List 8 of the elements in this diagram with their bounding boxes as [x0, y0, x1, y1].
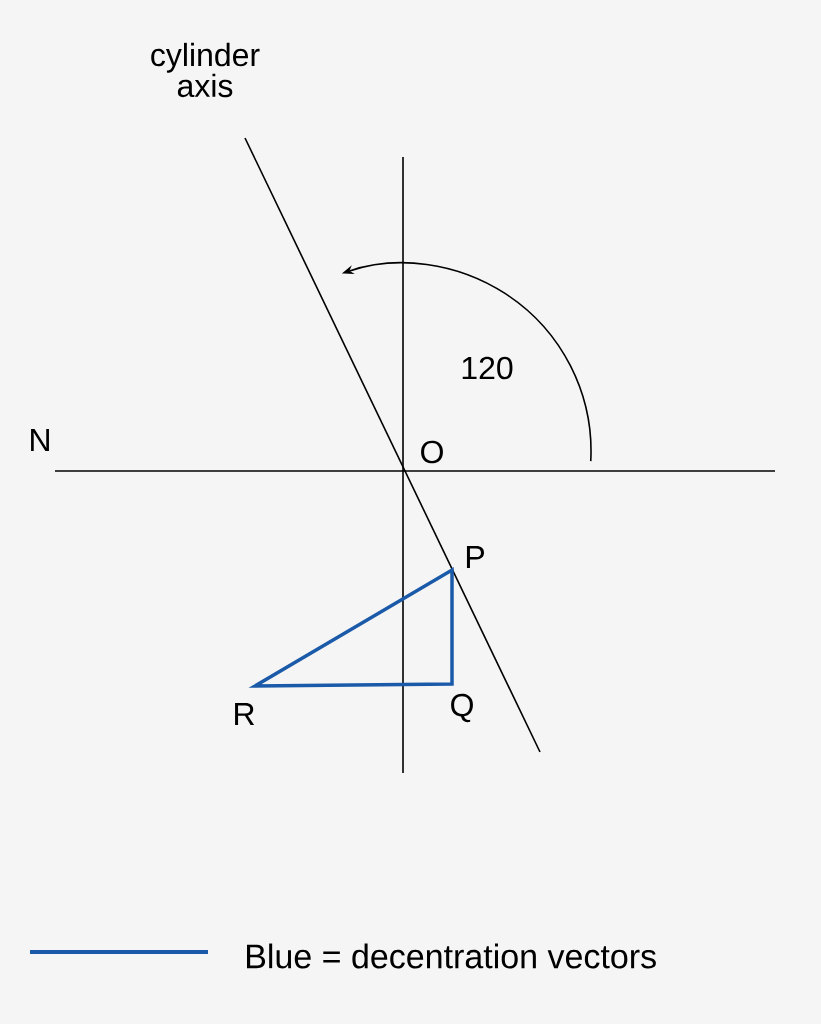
point-label: P [466, 546, 484, 568]
point-label: R [235, 703, 255, 725]
legend-text: Blue = decentration vectors [247, 943, 656, 969]
angle-label: 120 [462, 356, 513, 380]
axis-label: cylinder axis [151, 42, 260, 98]
point-label: O [421, 440, 443, 464]
axis-label: N [31, 429, 49, 451]
point-label: Q [451, 693, 473, 723]
